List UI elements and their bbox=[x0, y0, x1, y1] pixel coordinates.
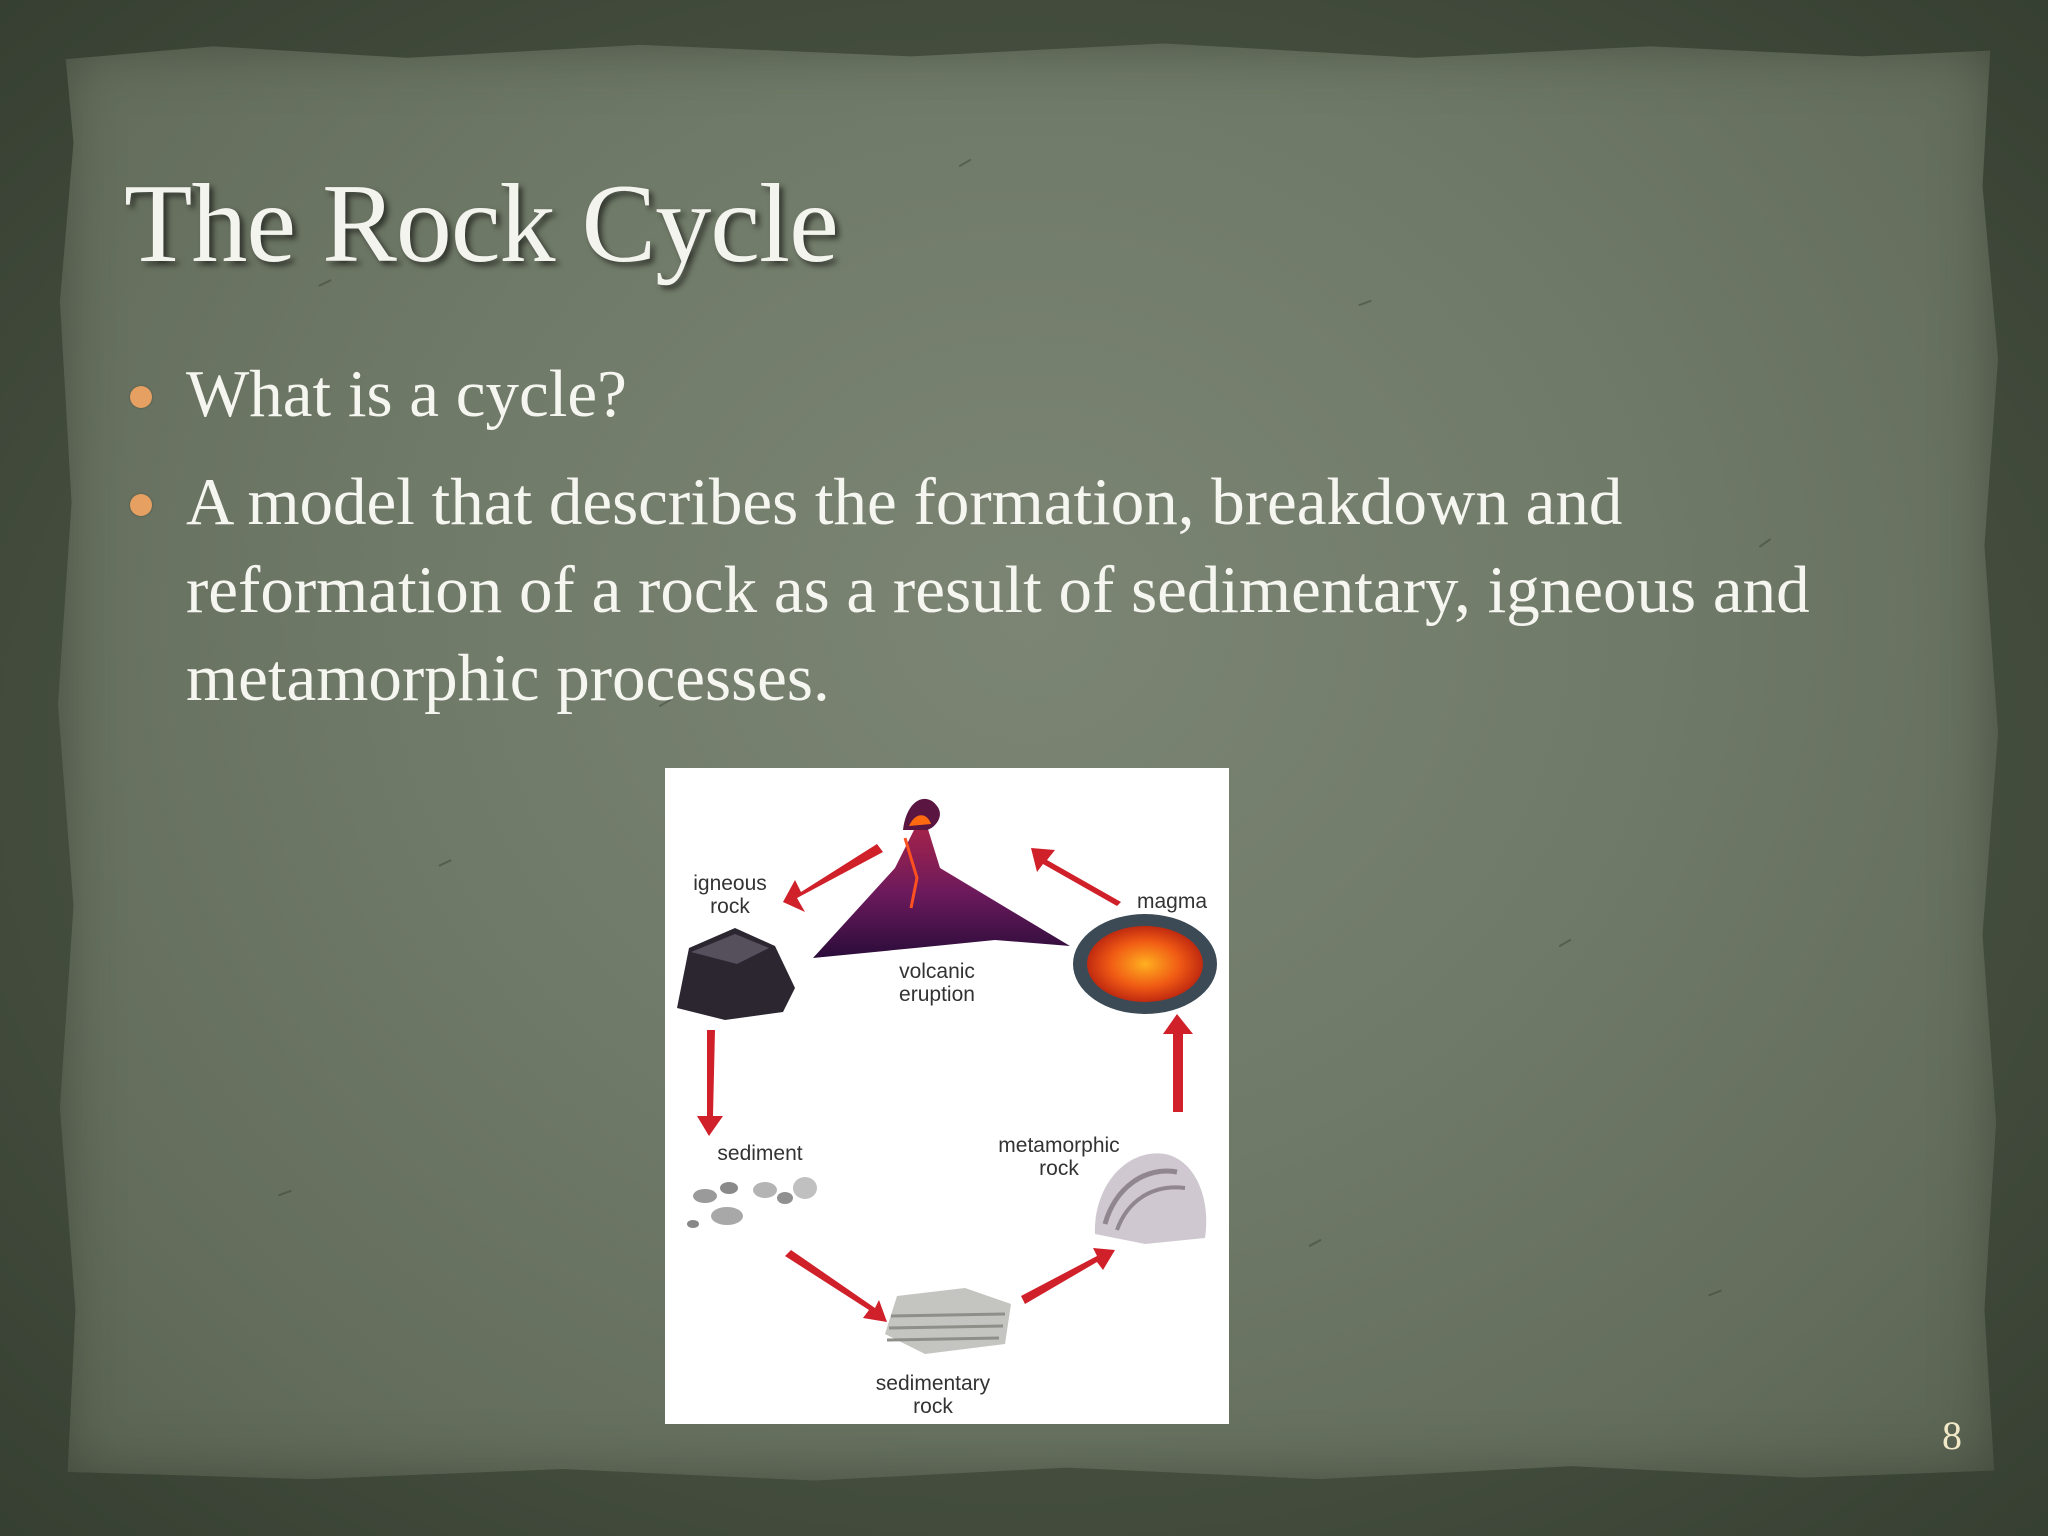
bullet-item: What is a cycle? bbox=[130, 350, 1930, 438]
slide-title: The Rock Cycle bbox=[124, 162, 839, 286]
arrow-icon bbox=[1031, 848, 1121, 906]
igneous-rock-icon bbox=[677, 928, 795, 1020]
label-volcanic-eruption: volcanic eruption bbox=[899, 960, 975, 1006]
bullet-list: What is a cycle? A model that describes … bbox=[130, 350, 1930, 742]
arrow-icon bbox=[783, 844, 883, 912]
arrow-icon bbox=[785, 1250, 887, 1322]
bullet-dot-icon bbox=[130, 386, 152, 408]
bullet-dot-icon bbox=[130, 494, 152, 516]
label-magma: magma bbox=[1136, 890, 1208, 913]
volcano-icon bbox=[813, 798, 1070, 958]
label-sediment: sediment bbox=[717, 1142, 803, 1165]
sedimentary-rock-icon bbox=[885, 1288, 1011, 1354]
cycle-arrows bbox=[697, 844, 1193, 1322]
metamorphic-rock-icon bbox=[1094, 1153, 1207, 1244]
rock-cycle-diagram: igneous rock magma volcanic eruption sed… bbox=[665, 768, 1229, 1424]
slide-page-number: 8 bbox=[1942, 1413, 1962, 1458]
arrow-icon bbox=[1163, 1014, 1193, 1112]
label-igneous-rock: igneous rock bbox=[693, 872, 767, 918]
label-sedimentary-rock: sedimentary rock bbox=[875, 1372, 991, 1418]
bullet-text: A model that describes the formation, br… bbox=[186, 465, 1810, 715]
bullet-item: A model that describes the formation, br… bbox=[130, 458, 1930, 722]
bullet-text: What is a cycle? bbox=[186, 357, 627, 431]
label-metamorphic-rock: metamorphic rock bbox=[998, 1134, 1120, 1180]
arrow-icon bbox=[697, 1030, 723, 1136]
magma-icon bbox=[1073, 914, 1217, 1014]
sediment-icon bbox=[687, 1177, 817, 1228]
rock-cycle-illustration bbox=[677, 798, 1217, 1354]
arrow-icon bbox=[1021, 1248, 1115, 1304]
